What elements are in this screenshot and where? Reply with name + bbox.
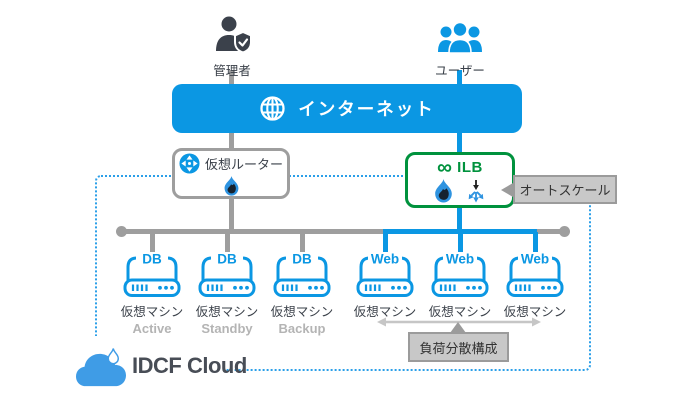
internet-ilb-line xyxy=(457,133,462,152)
ilb-label: ILB xyxy=(457,159,483,176)
vm-role-label: Standby xyxy=(201,321,253,336)
router-icon xyxy=(179,153,200,174)
server-icon: DB xyxy=(273,252,331,297)
router-label: 仮想ルーター xyxy=(204,157,283,172)
admin-icon xyxy=(216,16,252,54)
server-icon: DB xyxy=(123,252,181,297)
ilb-title: ∞ ILB xyxy=(437,157,483,178)
vm-label: 仮想マシン xyxy=(270,305,334,319)
flame-icon xyxy=(434,179,452,203)
vm-web-3: Web 仮想マシン xyxy=(498,252,572,321)
loadbalance-callout: 負荷分散構成 xyxy=(408,332,509,362)
bus-web1-line xyxy=(383,232,388,255)
network-bus xyxy=(122,229,565,234)
web-bus xyxy=(383,229,537,234)
autoscale-callout: オートスケール xyxy=(513,175,617,204)
admin-label: 管理者 xyxy=(213,64,251,78)
cloud-boundary xyxy=(95,175,591,371)
bus-db3-line xyxy=(300,232,305,255)
router-box: 仮想ルーター xyxy=(172,148,290,199)
vm-web-2: Web 仮想マシン xyxy=(423,252,497,321)
internet-bar: インターネット xyxy=(172,84,522,133)
server-type-label: Web xyxy=(446,252,474,267)
users-label: ユーザー xyxy=(435,64,485,78)
server-icon: Web xyxy=(431,252,489,297)
users-actor: ユーザー xyxy=(420,21,500,79)
cloud-icon xyxy=(76,348,126,387)
server-type-label: DB xyxy=(217,252,237,267)
admin-actor: 管理者 xyxy=(192,16,272,79)
autoscale-label: オートスケール xyxy=(519,183,611,198)
vm-role-label: Backup xyxy=(278,321,326,336)
flame-icon xyxy=(224,176,238,196)
vm-web-1: Web 仮想マシン xyxy=(348,252,422,321)
vm-label: 仮想マシン xyxy=(353,305,417,319)
vm-db-3: DB 仮想マシン Backup xyxy=(265,252,339,336)
server-type-label: Web xyxy=(521,252,549,267)
loadbalance-label: 負荷分散構成 xyxy=(419,340,498,356)
vm-db-1: DB 仮想マシン Active xyxy=(115,252,189,336)
internet-router-line xyxy=(229,133,234,150)
bus-endpoint-right xyxy=(559,226,570,237)
vm-role-label: Active xyxy=(132,321,172,336)
autoscale-distribute-icon xyxy=(468,180,483,203)
server-icon: DB xyxy=(198,252,256,297)
bus-endpoint-left xyxy=(116,226,127,237)
bus-web3-line xyxy=(533,232,538,255)
vm-label: 仮想マシン xyxy=(195,305,259,319)
server-type-label: Web xyxy=(371,252,399,267)
server-icon: Web xyxy=(356,252,414,297)
globe-icon xyxy=(260,96,285,121)
router-bus-line xyxy=(229,197,234,232)
infinity-icon: ∞ xyxy=(437,156,453,179)
bus-db1-line xyxy=(150,232,155,255)
vm-label: 仮想マシン xyxy=(120,305,184,319)
ilb-box: ∞ ILB xyxy=(405,152,515,208)
autoscale-callout-arrow xyxy=(501,183,513,197)
brand-label: IDCF Cloud xyxy=(132,353,247,378)
admin-internet-line xyxy=(229,70,234,84)
server-type-label: DB xyxy=(142,252,162,267)
vm-label: 仮想マシン xyxy=(503,305,567,319)
loadbalance-callout-arrow xyxy=(450,322,466,333)
ilb-bus-line xyxy=(457,206,462,232)
bus-web2-line xyxy=(458,232,463,255)
server-type-label: DB xyxy=(292,252,312,267)
server-icon: Web xyxy=(506,252,564,297)
vm-label: 仮想マシン xyxy=(428,305,492,319)
internet-label: インターネット xyxy=(298,99,435,119)
users-icon xyxy=(438,21,482,54)
bus-db2-line xyxy=(225,232,230,255)
users-internet-line xyxy=(457,70,462,84)
vm-db-2: DB 仮想マシン Standby xyxy=(190,252,264,336)
